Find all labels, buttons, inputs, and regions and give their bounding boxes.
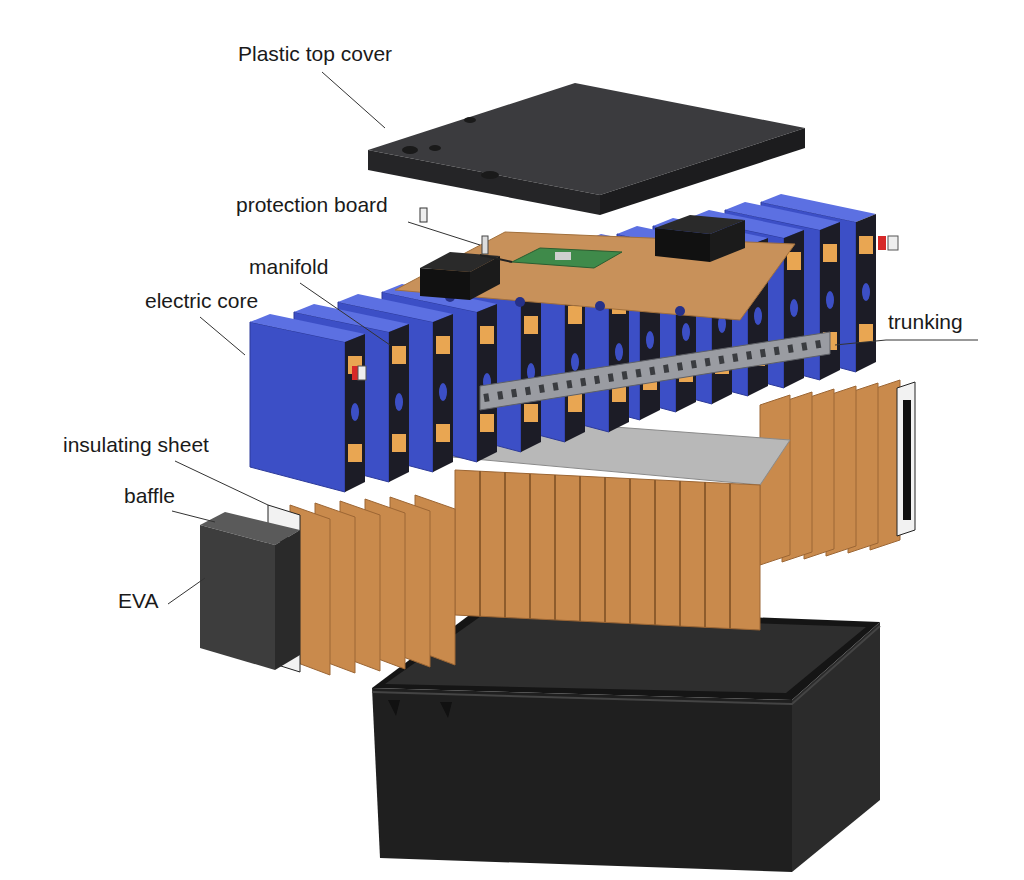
label-anchor: Plastic top cover — [238, 42, 392, 66]
part-label: manifold — [249, 255, 328, 279]
part-label: protection board — [236, 193, 388, 217]
part-label: insulating sheet — [63, 433, 209, 457]
label-anchor: electric core — [145, 289, 258, 313]
label-anchor: baffle — [124, 484, 175, 508]
label-anchor: EVA — [118, 589, 158, 613]
left-sheets — [200, 495, 455, 675]
part-label: trunking — [888, 310, 963, 334]
trunking-rail — [480, 332, 830, 410]
right-sheets — [760, 380, 915, 565]
protection-plate — [395, 208, 795, 320]
label-anchor: trunking — [888, 310, 963, 334]
label-anchor: manifold — [249, 255, 328, 279]
part-label: EVA — [118, 589, 158, 613]
leader-lines — [168, 72, 978, 604]
top-cover — [368, 83, 805, 215]
label-anchor: protection board — [236, 193, 388, 217]
part-label: baffle — [124, 484, 175, 508]
part-label: Plastic top cover — [238, 42, 392, 66]
part-label: electric core — [145, 289, 258, 313]
label-anchor: insulating sheet — [63, 433, 209, 457]
